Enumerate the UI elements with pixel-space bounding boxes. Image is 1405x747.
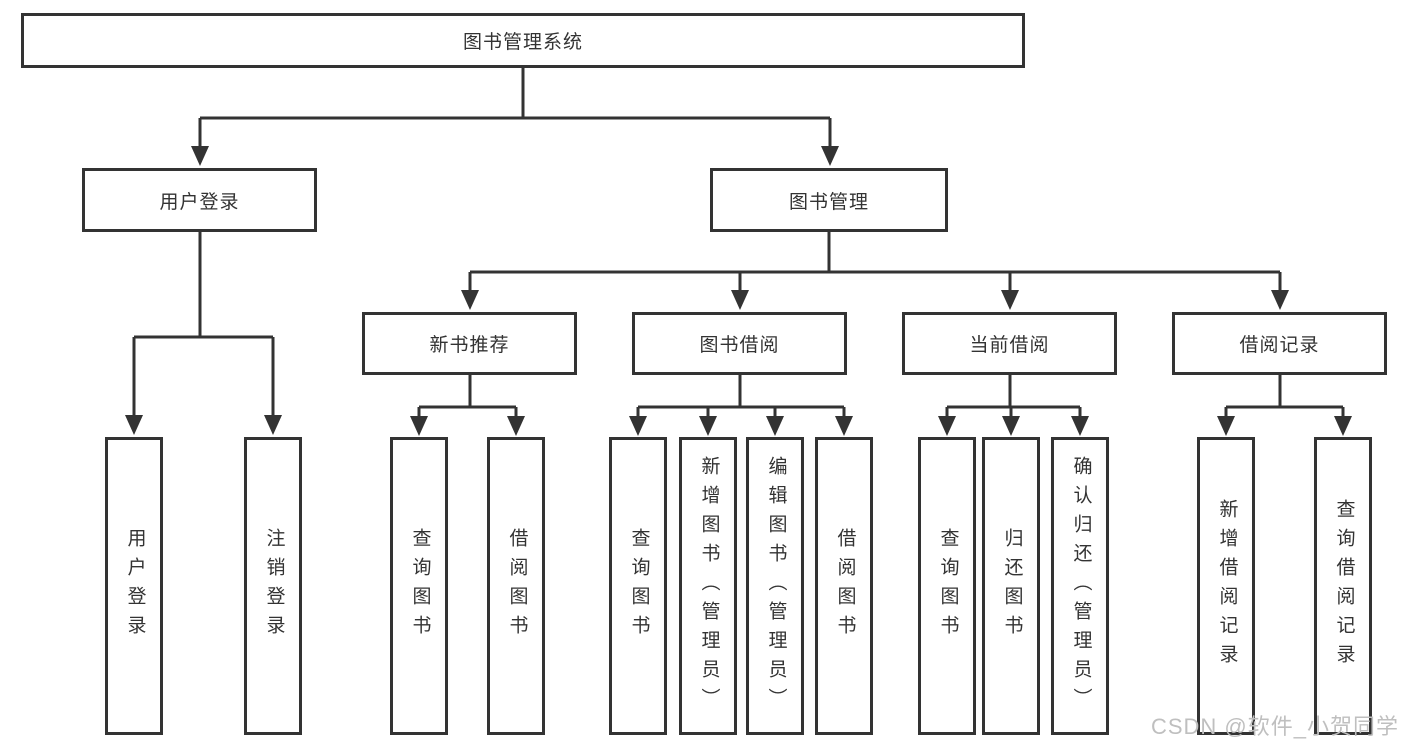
leaf-query-books-borrow-label: 查询图书 [628,528,650,644]
leaf-query-books-recommend: 查询图书 [390,437,448,735]
leaf-borrow-books-recommend: 借阅图书 [487,437,545,735]
connector-path [132,68,1345,420]
leaf-add-borrow-record-label: 新增借阅记录 [1216,499,1238,673]
node-new-book-recommend-label: 新书推荐 [429,335,510,356]
leaf-confirm-return-admin: 确认归还（管理员） [1051,437,1109,735]
leaf-borrow-books-borrow: 借阅图书 [815,437,873,735]
node-user-login-label: 用户登录 [159,191,240,213]
node-book-borrow: 图书借阅 [632,312,847,375]
node-book-management: 图书管理 [710,168,948,232]
node-user-login: 用户登录 [82,168,317,232]
leaf-confirm-return-admin-label: 确认归还（管理员） [1070,455,1092,717]
node-new-book-recommend: 新书推荐 [362,312,577,375]
leaf-edit-book-admin: 编辑图书（管理员） [746,437,804,735]
node-current-borrow: 当前借阅 [902,312,1117,375]
leaf-edit-book-admin-label: 编辑图书（管理员） [765,455,787,717]
node-book-borrow-label: 图书借阅 [699,335,780,356]
node-book-management-label: 图书管理 [788,191,869,213]
leaf-add-book-admin-label: 新增图书（管理员） [698,455,720,717]
leaf-query-books-current-label: 查询图书 [937,528,959,644]
leaf-borrow-books-borrow-label: 借阅图书 [834,528,856,644]
leaf-query-borrow-record: 查询借阅记录 [1314,437,1372,735]
leaf-user-login: 用户登录 [105,437,163,735]
node-root: 图书管理系统 [21,13,1025,68]
leaf-return-books: 归还图书 [982,437,1040,735]
node-root-label: 图书管理系统 [462,32,583,53]
leaf-query-books-current: 查询图书 [918,437,976,735]
leaf-return-books-label: 归还图书 [1001,528,1023,644]
arrowheads [125,146,1352,436]
leaf-query-books-recommend-label: 查询图书 [409,528,431,644]
leaf-query-books-borrow: 查询图书 [609,437,667,735]
leaf-logout: 注销登录 [244,437,302,735]
leaf-borrow-books-recommend-label: 借阅图书 [506,528,528,644]
watermark: CSDN @软件_小贺同学 [1150,714,1399,739]
leaf-add-book-admin: 新增图书（管理员） [679,437,737,735]
leaf-logout-label: 注销登录 [263,528,285,644]
node-current-borrow-label: 当前借阅 [969,335,1050,356]
leaf-query-borrow-record-label: 查询借阅记录 [1333,499,1355,673]
node-borrow-records-label: 借阅记录 [1239,335,1320,356]
leaf-user-login-label: 用户登录 [124,528,146,644]
node-borrow-records: 借阅记录 [1172,312,1387,375]
leaf-add-borrow-record: 新增借阅记录 [1197,437,1255,735]
